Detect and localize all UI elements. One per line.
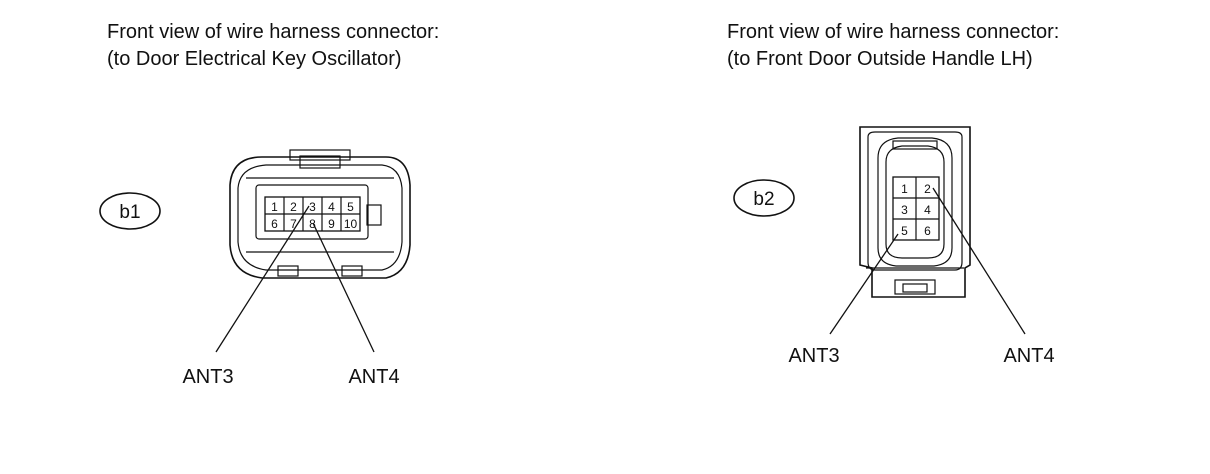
b2-pin-1: 1 — [901, 182, 908, 196]
b2-ant4-leader — [932, 187, 1026, 335]
b1-pin-5: 5 — [347, 200, 354, 214]
b1-pin-10: 10 — [344, 217, 358, 231]
b1-pin-4: 4 — [328, 200, 335, 214]
b1-title-line1: Front view of wire harness connector: — [107, 21, 439, 43]
b1-pin-3: 3 — [309, 200, 316, 214]
b1-pin-9: 9 — [328, 217, 335, 231]
b1-connector-body — [229, 149, 411, 279]
b1-pin-6: 6 — [271, 217, 278, 231]
b1-pin-1: 1 — [271, 200, 278, 214]
b1-pin-grid: 1 2 3 4 5 6 7 8 9 10 — [264, 196, 361, 232]
b1-tag: b1 — [99, 192, 161, 230]
b2-tag: b2 — [733, 179, 795, 217]
b2-pin-6: 6 — [924, 224, 931, 238]
b2-tag-label: b2 — [753, 189, 774, 210]
b2-pin-3: 3 — [901, 203, 908, 217]
b1-title-line2: (to Door Electrical Key Oscillator) — [107, 48, 402, 70]
b2-title-line2: (to Front Door Outside Handle LH) — [727, 48, 1033, 70]
b2-connector-body — [859, 126, 971, 298]
b1-callout-ant4: ANT4 — [348, 366, 399, 388]
b2-pin-grid: 1 2 3 4 5 6 — [892, 176, 940, 241]
b2-callout-ant3: ANT3 — [788, 345, 839, 367]
b1-ant3-leader — [215, 205, 310, 353]
b2-title-line1: Front view of wire harness connector: — [727, 21, 1059, 43]
b2-pin-5: 5 — [901, 224, 908, 238]
b1-tag-label: b1 — [119, 202, 140, 223]
b1-pin-8: 8 — [309, 217, 316, 231]
b1-pin-7: 7 — [290, 217, 297, 231]
b1-ant4-leader — [312, 222, 375, 353]
b2-pin-4: 4 — [924, 203, 931, 217]
b2-pin-2: 2 — [924, 182, 931, 196]
b2-ant3-leader — [829, 233, 899, 335]
b1-pin-2: 2 — [290, 200, 297, 214]
b2-callout-ant4: ANT4 — [1003, 345, 1054, 367]
b1-callout-ant3: ANT3 — [182, 366, 233, 388]
